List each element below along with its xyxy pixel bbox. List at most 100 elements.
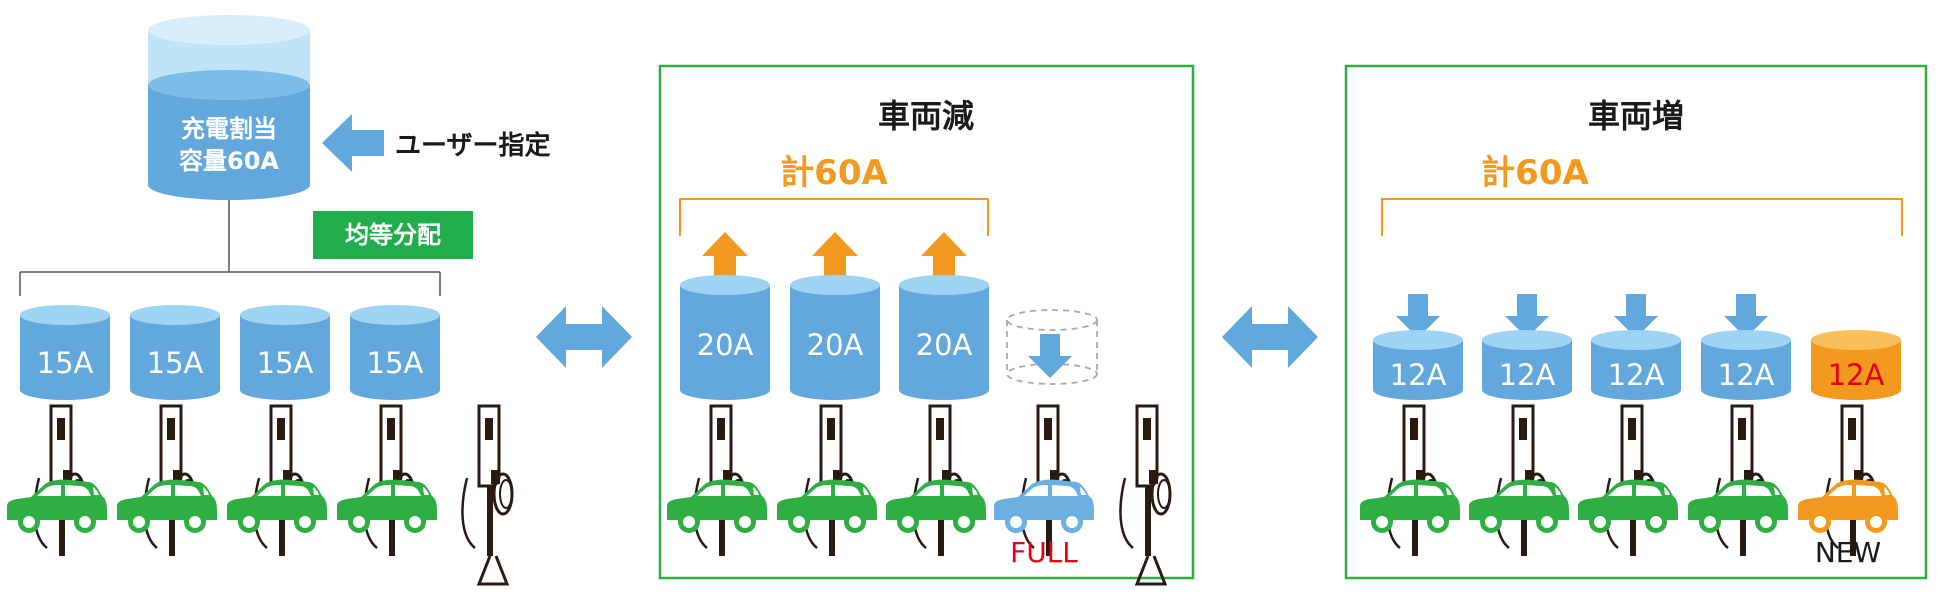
car-icon [994,479,1094,533]
tank-top [1811,330,1901,350]
charger-station: 12A [1360,294,1463,558]
allocation-label: 20A [697,328,754,362]
allocation-label: 15A [257,346,314,380]
left-pointing-arrow-icon [322,114,384,172]
car-icon [777,479,877,533]
car-icon [117,479,217,533]
source-capacity-label-1: 充電割当 [181,115,277,143]
charger-station: 20A [667,232,770,558]
charger-station: 12A [1578,294,1681,558]
tank-body [790,285,880,390]
vehicle-decrease-panel: 車両減 計60A [658,64,1195,580]
car-icon [1578,479,1678,533]
empty-tank-top [1006,309,1098,331]
car-icon [1360,479,1460,533]
charger-icon [1118,404,1172,558]
allocation-label: 15A [37,346,94,380]
allocation-label: 12A [1718,358,1775,392]
distribution-bracket [19,200,441,296]
vehicle-increase-panel: 車両増 計60A [1344,64,1928,580]
tank-base [680,380,770,400]
tank-base [1811,380,1901,400]
allocation-label: 12A [1499,358,1556,392]
total-label: 計60A [1481,153,1589,193]
allocation-label: 20A [916,328,973,362]
tank-top [1373,330,1463,350]
charger-station: 15A [227,305,330,558]
total-bracket [1381,198,1903,236]
double-arrow-icon-2 [1222,306,1318,368]
car-icon [667,479,767,533]
car-icon [7,479,107,533]
source-section: 充電割当 容量60A ユーザー指定 均等分配 [19,15,550,296]
charger-station: 20A [777,232,880,558]
tank-base [130,380,220,400]
tank-base [790,380,880,400]
down-arrow-icon [1396,294,1440,338]
tank-base [1482,380,1572,400]
charger-station: 15A [117,305,220,558]
allocation-label: 15A [147,346,204,380]
charger-stand [476,555,510,586]
tank-body [350,315,440,390]
down-arrow-icon [1028,334,1072,378]
new-charger-station: 12A NEW [1798,330,1901,569]
tank-base [1373,380,1463,400]
status-label: NEW [1815,536,1881,569]
car-icon [337,479,437,533]
tank-top [1482,330,1572,350]
allocation-label: 15A [367,346,424,380]
car-icon [1798,479,1898,533]
panel-title: 車両増 [1588,97,1684,135]
idle-charger-station [460,404,514,586]
source-tank: 充電割当 容量60A [148,15,310,200]
tank-base [240,380,330,400]
panel-title: 車両減 [878,97,974,135]
allocation-label: 12A [1828,358,1885,392]
car-icon [1469,479,1569,533]
source-capacity-label-2: 容量60A [179,147,279,175]
charger-stand [1134,555,1168,586]
car-icon [227,479,327,533]
tank-top [680,275,770,295]
user-specified-label: ユーザー指定 [395,130,550,161]
tank-top [240,305,330,325]
charger-station: 20A [886,232,989,558]
tank-top [790,275,880,295]
empty-tank-bottom [1006,363,1098,385]
tank-body [680,285,770,390]
tank-base [1701,380,1791,400]
tank-body [130,315,220,390]
charger-station: 15A [337,305,440,558]
tank-top [350,305,440,325]
up-arrow-icon [702,232,748,277]
allocation-label: 20A [807,328,864,362]
tank-base [1591,380,1681,400]
tank-body [20,315,110,390]
up-arrow-icon [812,232,858,277]
tank-base [899,380,989,400]
total-bracket [679,198,989,236]
car-icon [886,479,986,533]
charger-station: 12A [1469,294,1572,558]
tank-body [240,315,330,390]
car-icon [1688,479,1788,533]
down-arrow-icon [1724,294,1768,338]
charger-icon [460,404,514,558]
up-arrow-icon [921,232,967,277]
total-label: 計60A [780,153,888,193]
double-arrow-icon-1 [536,306,632,368]
equal-distribution-badge: 均等分配 [313,211,473,259]
equal-distribution-label: 均等分配 [345,221,441,249]
charger-station: FULL [994,309,1098,569]
tank-base [20,380,110,400]
tank-top [1701,330,1791,350]
allocation-label: 12A [1390,358,1447,392]
tank-top [899,275,989,295]
tank-top [20,305,110,325]
down-arrow-icon [1505,294,1549,338]
status-label: FULL [1010,536,1078,569]
